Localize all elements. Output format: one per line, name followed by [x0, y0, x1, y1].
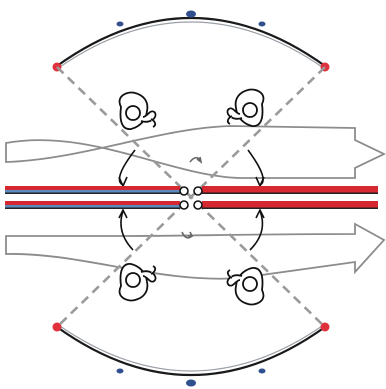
lower-arc [53, 323, 330, 387]
beam-left-bottom [5, 201, 180, 209]
arc-marker-blue [186, 11, 196, 18]
rotation-arrow-left [119, 150, 135, 250]
arc-marker-small [117, 22, 124, 27]
beam-right-bottom [202, 201, 378, 209]
person-icon [227, 90, 263, 127]
upper-arc [53, 11, 330, 72]
arc-marker-small [117, 369, 124, 374]
flow-arrow-top [6, 126, 384, 178]
beam-right-top [202, 186, 378, 194]
dashed-diagonal [57, 67, 325, 327]
arc-marker-small [259, 369, 266, 374]
flow-arrow-bottom [6, 224, 384, 279]
arc-marker-small [259, 22, 266, 27]
arc-marker-blue [186, 380, 196, 387]
person-icon [120, 93, 156, 130]
beam-left-top [5, 186, 180, 194]
